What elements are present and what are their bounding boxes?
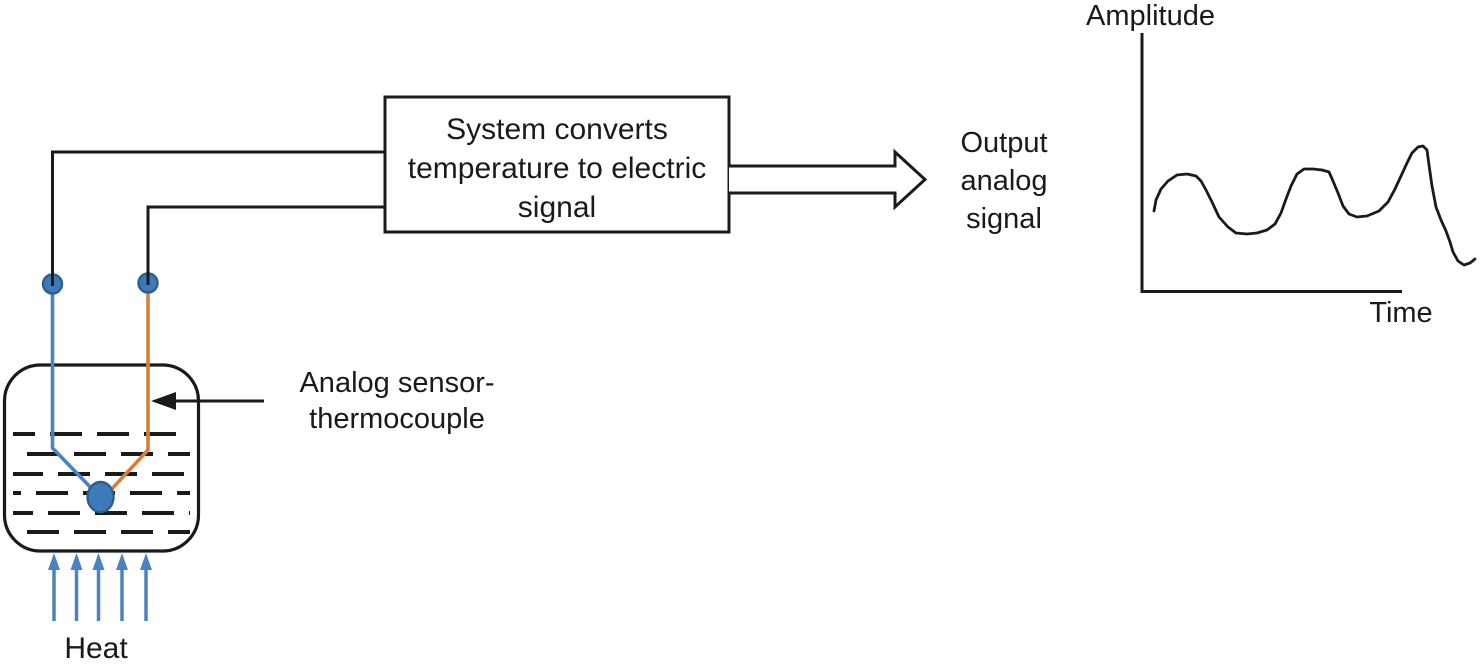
heat-arrow (116, 553, 128, 621)
output-label-line2: analog (960, 165, 1047, 197)
output-arrow (729, 148, 928, 211)
thermocouple-junction (86, 480, 115, 514)
system-box: System converts temperature to electric … (383, 95, 731, 234)
lead-wire-left (51, 150, 385, 286)
heat-arrow (140, 553, 152, 621)
heat-label: Heat (64, 632, 128, 665)
heat-arrowhead-icon (48, 553, 60, 570)
output-label-line3: signal (966, 203, 1042, 235)
output-label: Output analog signal (960, 127, 1047, 235)
signal-curve (1152, 144, 1477, 267)
sensor-label-line1: Analog sensor- (299, 367, 494, 399)
sensor-label-line2: thermocouple (309, 403, 485, 435)
sensor-annotation: Analog sensor- thermocouple (151, 367, 495, 435)
thermocouple-wire-blue (50, 282, 98, 495)
heat-arrowhead-icon (140, 553, 152, 570)
sensor-label-arrowhead-icon (151, 392, 176, 410)
thermocouple-wire-orange (107, 281, 150, 494)
system-box-text-line2: temperature to electric (408, 152, 706, 185)
output-label-line1: Output (960, 127, 1047, 159)
heat-arrows (48, 553, 152, 621)
lead-wire-right (146, 205, 385, 285)
heat-arrowhead-icon (116, 553, 128, 570)
amplitude-axis-label: Amplitude (1086, 0, 1215, 32)
beaker (2, 363, 201, 553)
system-box-text-line3: signal (518, 191, 596, 224)
heat-arrow (48, 553, 60, 621)
heat-arrowhead-icon (92, 553, 105, 570)
heat-arrow (92, 553, 105, 621)
signal-axes (1140, 33, 1402, 293)
time-axis-label: Time (1369, 297, 1432, 329)
beaker-outline (2, 363, 201, 553)
heat-arrow (70, 553, 83, 621)
heat-arrowhead-icon (70, 553, 83, 570)
system-box-text-line1: System converts (446, 113, 668, 146)
signal-graph: Amplitude Time (1086, 0, 1477, 329)
